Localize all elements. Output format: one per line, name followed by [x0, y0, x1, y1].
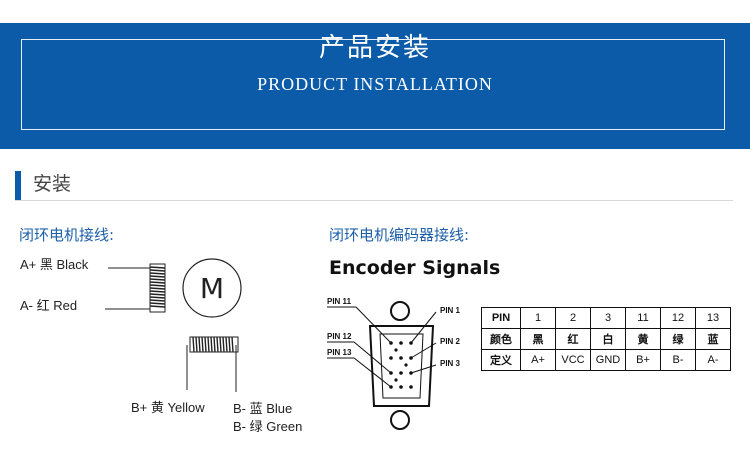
table-cell: VCC — [555, 349, 591, 371]
table-cell: 1 — [520, 307, 556, 329]
section-divider — [15, 200, 733, 201]
table-cell: A+ — [520, 349, 556, 371]
table-cell: 蓝 — [695, 328, 731, 350]
pin11-label: PIN 11 — [327, 297, 352, 306]
table-cell: A- — [695, 349, 731, 371]
header-banner — [0, 23, 750, 149]
table-cell: 2 — [555, 307, 591, 329]
motor-symbol-text: M — [200, 272, 224, 305]
label-b-minus-blue: B- 蓝 Blue — [233, 401, 293, 416]
table-row-header: 颜色 — [481, 328, 521, 350]
pin3-label: PIN 3 — [440, 359, 461, 368]
pin2-label: PIN 2 — [440, 337, 461, 346]
table-cell: B+ — [625, 349, 661, 371]
coil-b — [189, 336, 239, 353]
table-cell: GND — [590, 349, 626, 371]
coil-b-wires — [186, 345, 237, 392]
pin12-label: PIN 12 — [327, 332, 352, 341]
table-cell: 12 — [660, 307, 696, 329]
table-cell: 黄 — [625, 328, 661, 350]
table-cell: B- — [660, 349, 696, 371]
db15-connector — [327, 301, 437, 430]
table-row-header: PIN — [481, 307, 521, 329]
coil-a — [149, 263, 166, 313]
section-accent-bar — [15, 171, 21, 200]
encoder-signals-title: Encoder Signals — [329, 257, 501, 279]
motor-wiring-heading: 闭环电机接线: — [19, 226, 115, 244]
table-cell: 黑 — [520, 328, 556, 350]
coil-a-wires — [105, 267, 152, 310]
table-cell: 13 — [695, 307, 731, 329]
encoder-wiring-heading: 闭环电机编码器接线: — [329, 226, 470, 244]
section-title: 安装 — [33, 173, 72, 195]
label-a-minus: A- 红 Red — [20, 298, 78, 313]
banner-subtitle: PRODUCT INSTALLATION — [257, 74, 493, 94]
banner-title: 产品安装 — [318, 33, 431, 63]
label-b-plus: B+ 黄 Yellow — [131, 400, 205, 415]
table-cell: 3 — [590, 307, 626, 329]
table-cell: 绿 — [660, 328, 696, 350]
table-row: 颜色黑红白黄绿蓝 — [481, 328, 731, 350]
table-row-header: 定义 — [481, 349, 521, 371]
table-cell: 红 — [555, 328, 591, 350]
label-b-minus-green: B- 绿 Green — [233, 419, 303, 434]
table-cell: 白 — [590, 328, 626, 350]
pin13-label: PIN 13 — [327, 348, 352, 357]
label-a-plus: A+ 黑 Black — [20, 257, 89, 272]
motor-symbol-circle — [182, 258, 242, 318]
pin1-label: PIN 1 — [440, 306, 461, 315]
table-cell: 11 — [625, 307, 661, 329]
banner-frame — [21, 39, 725, 130]
